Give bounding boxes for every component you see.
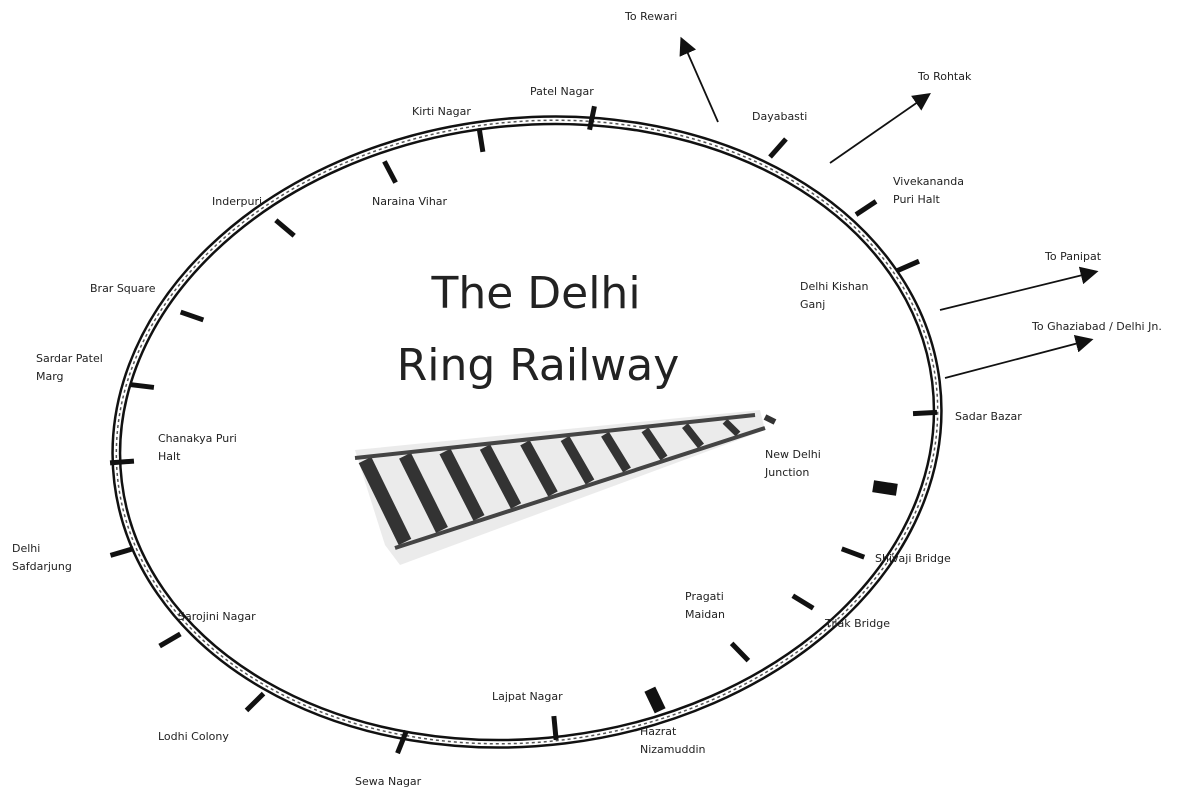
rail-sleeper	[439, 448, 485, 521]
branch-arrow	[939, 266, 1099, 311]
branch-arrow	[679, 36, 719, 123]
station-marker	[791, 593, 815, 611]
rail-sleeper	[641, 427, 668, 461]
branch-label: To Ghaziabad / Delhi Jn.	[1031, 320, 1162, 333]
station-marker	[476, 127, 486, 153]
station-label: Dayabasti	[752, 110, 807, 123]
rail-sleeper	[479, 444, 522, 509]
branch-label: To Panipat	[1044, 250, 1102, 263]
station-label: Sarojini Nagar	[178, 610, 256, 623]
station-label: Lajpat Nagar	[492, 690, 563, 703]
station-marker	[644, 686, 666, 714]
station-marker	[109, 546, 135, 558]
station-marker	[551, 715, 559, 741]
station-marker	[729, 641, 751, 663]
branch-arrow	[829, 92, 931, 164]
station-marker	[854, 199, 878, 217]
title-line-2: Ring Railway	[397, 340, 680, 391]
station-markers	[109, 105, 938, 755]
station-marker	[129, 382, 155, 390]
rail-sleeper	[520, 440, 558, 497]
station-marker	[395, 729, 409, 755]
ring-track	[111, 115, 943, 749]
station-label: Brar Square	[90, 282, 156, 295]
station-marker	[109, 458, 135, 466]
title-line-1: The Delhi	[430, 268, 640, 319]
rail-sleeper	[560, 436, 595, 485]
rail-track-illustration	[354, 410, 777, 565]
station-label: Lodhi Colony	[158, 730, 229, 743]
station-marker	[768, 137, 788, 159]
station-marker	[244, 691, 266, 713]
station-marker	[840, 546, 866, 560]
station-marker	[587, 105, 597, 131]
station-marker	[896, 258, 920, 274]
station-marker	[274, 218, 296, 238]
rail-sleeper	[358, 456, 412, 546]
branch-lines: To Rewari To Rohtak To Panipat To Ghaziabad…	[624, 10, 1162, 379]
station-marker	[912, 409, 938, 417]
station-label: Tilak Bridge	[824, 617, 890, 630]
rail-sleeper	[682, 423, 704, 449]
station-label: Sadar Bazar	[955, 410, 1022, 423]
station-label: Kirti Nagar	[412, 105, 471, 118]
rail-sleeper	[763, 414, 777, 425]
station-label: Patel Nagar	[530, 85, 594, 98]
station-marker	[382, 160, 398, 184]
rail-sleeper	[601, 431, 631, 473]
station-label: Inderpuri	[212, 195, 262, 208]
station-marker	[158, 631, 182, 649]
branch-arrow	[944, 334, 1094, 379]
branch-label: To Rohtak	[917, 70, 972, 83]
station-marker	[179, 309, 205, 323]
station-label: Naraina Vihar	[372, 195, 448, 208]
station-label: Sewa Nagar	[355, 775, 422, 788]
station-label: Shivaji Bridge	[875, 552, 951, 565]
rail-sleeper	[399, 452, 448, 533]
branch-label: To Rewari	[624, 10, 677, 23]
rail-sleeper	[722, 418, 741, 437]
station-marker	[872, 480, 898, 496]
